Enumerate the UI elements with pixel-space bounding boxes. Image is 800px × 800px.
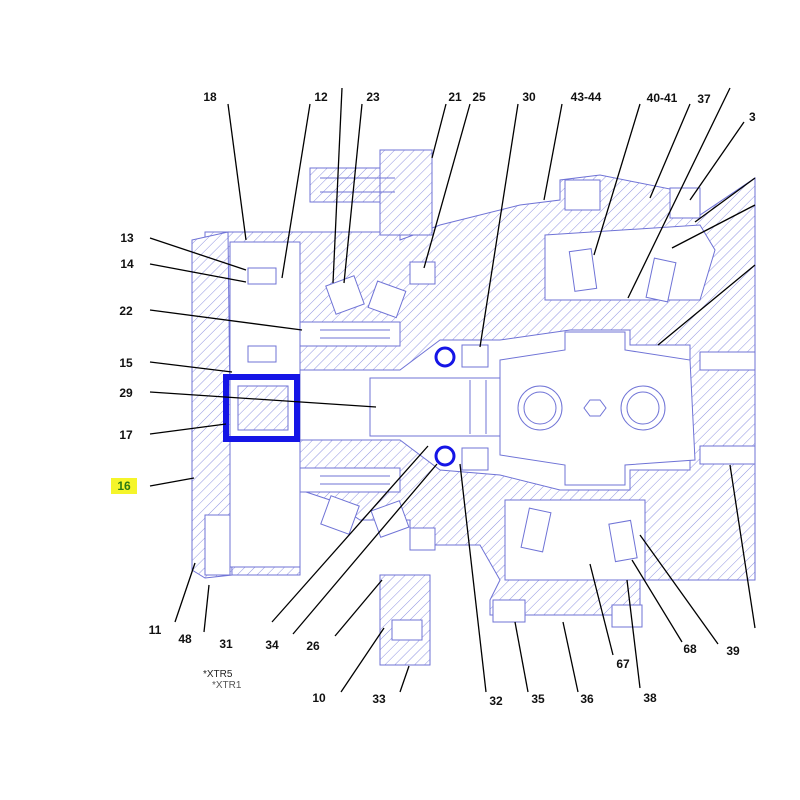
lower-bolt [299,467,401,493]
upper-taper-bearing [325,275,365,315]
callout-label: 12 [314,90,328,104]
right-seal-upper [699,351,756,371]
upper-ball-bearing [434,346,456,368]
callout-label: 32 [489,694,503,708]
footnotes: *XTR5 *XTR1 [203,669,242,691]
callout-label: 34 [265,638,279,652]
lower-ball-bearing [434,445,456,467]
highlighted-part-core [237,385,289,431]
cover-plug [204,514,231,576]
seal-lower [409,527,436,551]
callout-label: 37 [697,92,711,106]
callout-label: 68 [683,642,697,656]
left-cover [191,231,233,579]
callout-label: 18 [203,90,217,104]
callout-label: 25 [472,90,486,104]
callout-label: 3 [749,110,756,124]
highlighted-callout-label: 16 [117,479,131,493]
callout-label: 40-41 [647,91,678,105]
callout-label: 10 [312,691,326,705]
callout-label: 26 [306,639,320,653]
callout-label: 35 [531,692,545,706]
lower-taper-bearing [320,495,360,535]
callout-labels: 18 12 23 21 25 30 43-44 40-41 37 3 13 14… [111,90,756,708]
upper-roller-right [645,257,677,303]
footnote: *XTR1 [212,680,242,691]
assembly-drawing [191,149,756,666]
callout-label: 38 [643,691,657,705]
callout-label: 48 [178,632,192,646]
callout-label: 11 [149,623,162,637]
highlight-label-background [111,478,137,494]
callout-label: 33 [372,692,386,706]
callout-label: 15 [119,356,133,370]
right-seal-lower [699,445,756,465]
right-planet-bore [620,385,666,431]
leader-lines [149,87,756,693]
callout-label: 23 [366,90,380,104]
callout-label: 13 [120,231,134,245]
callout-label: 22 [119,304,133,318]
lower-bearing-cap-2 [611,604,643,628]
lower-roller-left [520,507,552,553]
callout-label: 39 [726,644,740,658]
left-planet-bore [517,385,563,431]
shaft [369,377,501,437]
callout-label: 30 [522,90,536,104]
callout-label: 43-44 [571,90,602,104]
upper-bolt [299,321,401,347]
cover-pin-middle [247,345,277,363]
callout-label: 17 [119,428,133,442]
upper-bearing-cap [564,179,601,211]
highlighted-part-outline [223,374,300,442]
upper-taper-bearing-2 [367,280,407,319]
center-nut [583,399,607,417]
callout-label: 21 [448,90,462,104]
seal-upper [409,261,436,285]
lower-bearing-cap [492,599,526,623]
callout-label: 36 [580,692,594,706]
callout-label: 67 [616,657,630,671]
callout-label: 29 [119,386,133,400]
callout-label: 31 [219,637,233,651]
footnote: *XTR5 [203,669,233,680]
cover-pin-upper [247,267,277,285]
flange-bolt [391,619,423,641]
upper-roller-left [568,248,598,292]
lower-roller-right [608,519,638,563]
callout-label: 14 [120,257,134,271]
